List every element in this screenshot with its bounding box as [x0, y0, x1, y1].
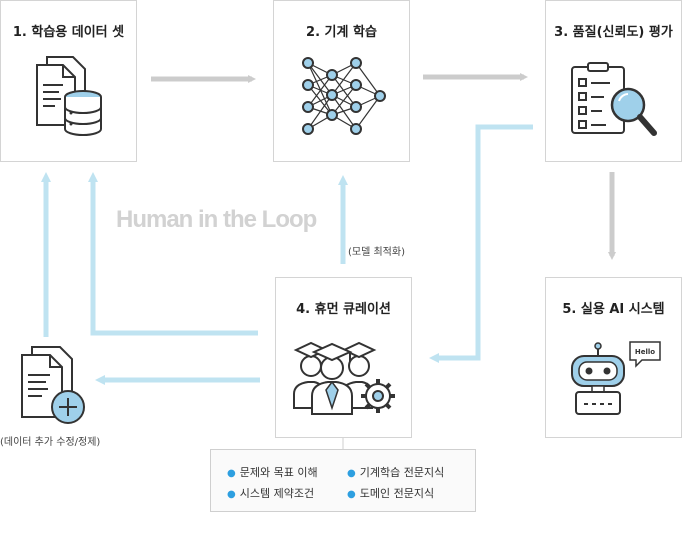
robot-icon: Hello — [571, 341, 661, 415]
document-add-icon — [21, 346, 85, 424]
skill-item: ●도메인 전문지식 — [347, 487, 435, 500]
bullet-icon: ● — [227, 489, 236, 500]
neural-network-icon — [302, 57, 386, 135]
curation-title: 4. 휴먼 큐레이션 — [296, 302, 391, 317]
hello-bubble-text: Hello — [635, 348, 655, 356]
ml-box: 2. 기계 학습 — [273, 0, 410, 162]
dataset-icon — [36, 56, 102, 136]
checklist-magnifier-icon — [571, 62, 657, 136]
bullet-icon: ● — [347, 468, 356, 479]
quality-title: 3. 품질(신뢰도) 평가 — [554, 25, 673, 40]
ml-title: 2. 기계 학습 — [306, 25, 377, 40]
bullet-icon: ● — [227, 468, 236, 479]
arrow-quality-to-curation — [429, 124, 533, 363]
bullet-icon: ● — [347, 489, 356, 500]
ai-system-title: 5. 실용 AI 시스템 — [562, 302, 665, 317]
skill-item: ●문제와 목표 이해 — [227, 466, 318, 479]
arrow-curation-to-dataset — [88, 172, 258, 336]
dataset-title: 1. 학습용 데이터 셋 — [12, 25, 125, 40]
curation-box: 4. 휴먼 큐레이션 — [275, 277, 412, 438]
human-in-the-loop-label: Human in the Loop — [116, 206, 317, 233]
ai-system-box: 5. 실용 AI 시스템 Hello — [545, 277, 682, 438]
experts-gear-icon — [293, 341, 395, 415]
model-optimization-label: (모델 최적화) — [348, 247, 405, 258]
skill-item: ●시스템 제약조건 — [227, 487, 315, 500]
quality-box: 3. 품질(신뢰도) 평가 — [545, 0, 682, 162]
dataset-box: 1. 학습용 데이터 셋 — [0, 0, 137, 162]
data-refinement-label: (데이터 추가 수정/정제) — [0, 437, 101, 448]
skill-item: ●기계학습 전문지식 — [347, 466, 445, 479]
skills-box: ●문제와 목표 이해 ●기계학습 전문지식 ●시스템 제약조건 ●도메인 전문지… — [210, 449, 476, 512]
